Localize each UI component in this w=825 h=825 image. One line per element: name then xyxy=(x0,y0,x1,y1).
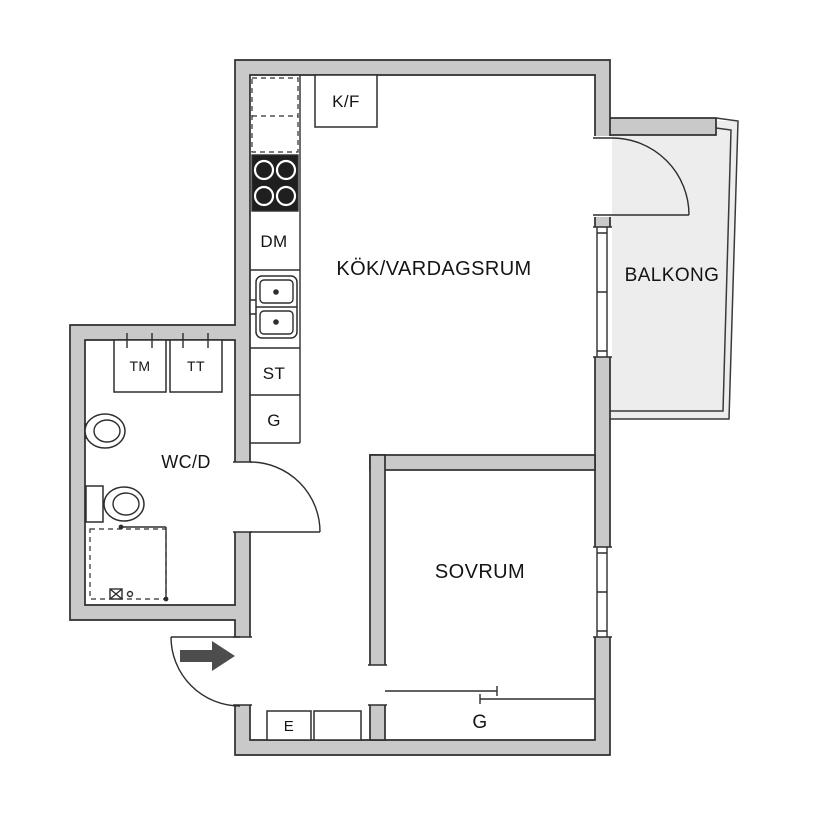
balcony xyxy=(604,117,739,420)
balcony-door-swing-arc xyxy=(611,137,690,216)
label-tall-cabinet: ST xyxy=(263,364,286,383)
bathroom-door-swing-arc xyxy=(249,461,321,533)
hall-cabinet-box xyxy=(313,710,362,741)
label-washing-machine: TM xyxy=(129,358,150,374)
entrance-door xyxy=(170,636,252,707)
room-label-kitchen-living: KÖK/VARDAGSRUM xyxy=(336,258,531,280)
upper-cabinet-dashed xyxy=(251,77,299,153)
entrance-door-swing-arc xyxy=(170,636,241,707)
floor-drain-icon xyxy=(109,588,134,600)
bedroom-doorway xyxy=(368,664,387,706)
label-kitchen-wardrobe: G xyxy=(267,411,281,430)
washing-machine-box xyxy=(113,339,167,393)
washbasin-icon xyxy=(84,413,126,449)
label-fridge-freezer: K/F xyxy=(332,92,360,111)
stove-icon xyxy=(251,154,299,212)
bedroom-closet xyxy=(385,686,595,704)
label-tumble-dryer: TT xyxy=(187,358,205,374)
room-label-balcony: BALKONG xyxy=(625,265,720,286)
tumble-dryer-box xyxy=(169,339,223,393)
fridge-freezer-box xyxy=(314,74,378,128)
label-dishwasher: DM xyxy=(260,232,287,251)
balcony-railing-inner xyxy=(609,127,732,412)
balcony-door xyxy=(593,136,690,217)
entrance-arrow-icon xyxy=(180,641,235,671)
wall-bedroom-north xyxy=(369,454,596,471)
room-label-bathroom: WC/D xyxy=(161,452,211,472)
bathroom-fixtures xyxy=(84,333,223,602)
label-electrical: E xyxy=(284,718,294,735)
balcony-railing-outer xyxy=(609,117,739,420)
window-living-room xyxy=(593,226,612,358)
hallway-fixtures xyxy=(180,641,362,741)
electrical-cabinet-box xyxy=(266,710,312,741)
room-label-bedroom: SOVRUM xyxy=(435,561,525,583)
bathroom-door xyxy=(233,461,321,533)
shower-area xyxy=(89,524,169,602)
kitchen-fixtures xyxy=(249,74,378,444)
exterior-walls xyxy=(69,59,611,756)
balcony-wall-stub xyxy=(604,117,717,136)
sink-icon xyxy=(249,275,298,339)
label-bedroom-wardrobe: G xyxy=(472,712,487,733)
toilet-icon xyxy=(85,485,145,523)
window-bedroom xyxy=(593,546,612,638)
balcony-floor xyxy=(609,121,738,419)
counter-section-lines xyxy=(250,75,301,444)
labels: KÖK/VARDAGSRUM BALKONG SOVRUM WC/D K/F D… xyxy=(129,92,720,735)
